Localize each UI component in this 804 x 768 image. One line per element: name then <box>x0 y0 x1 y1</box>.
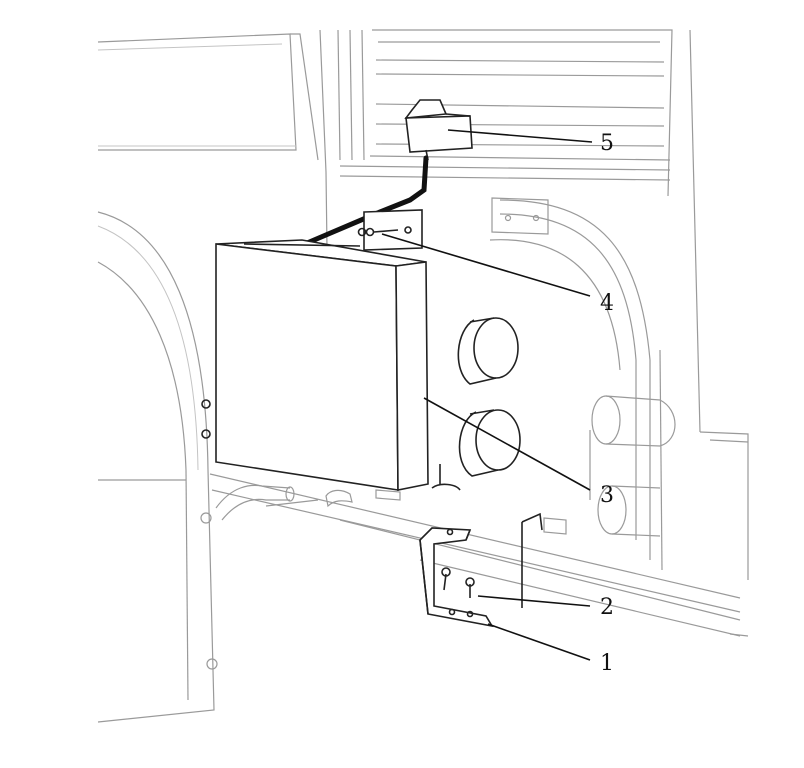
callout-3: 3 <box>600 483 614 508</box>
callout-2: 2 <box>600 595 614 620</box>
leader-lines <box>381 129 593 661</box>
hose-connectors <box>215 484 401 521</box>
vehicle-body-background <box>97 29 749 723</box>
callout-1: 1 <box>600 651 614 676</box>
callout-4: 4 <box>600 291 614 316</box>
top-hose <box>297 155 429 249</box>
heater-tank <box>215 239 521 491</box>
bolts <box>441 567 475 598</box>
mounting-plate <box>357 209 423 251</box>
top-unit <box>404 99 473 161</box>
callout-5: 5 <box>600 131 614 156</box>
mounting-bracket <box>419 512 543 628</box>
